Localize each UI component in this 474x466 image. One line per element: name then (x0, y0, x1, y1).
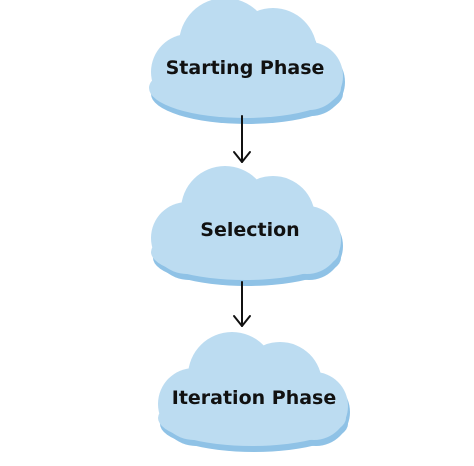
node-label: Iteration Phase (172, 387, 337, 409)
arrow-2-to-3 (233, 281, 251, 327)
node-label: Selection (200, 219, 299, 241)
node-label: Starting Phase (166, 57, 325, 79)
arrow-1-to-2 (233, 115, 251, 163)
cloud-node-starting-phase: Starting Phase (149, 0, 345, 124)
cloud-node-iteration-phase: Iteration Phase (158, 332, 350, 452)
cloud-node-selection: Selection (151, 166, 343, 286)
